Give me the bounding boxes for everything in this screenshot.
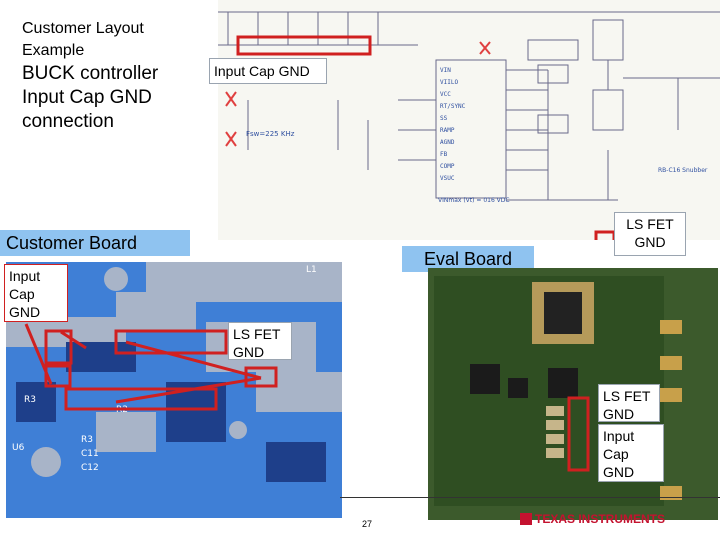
input-cap-gnd-callout: Input Cap GND	[209, 58, 327, 84]
schematic-vin-label: VINmax (Vt) = 016 VDC	[438, 197, 510, 204]
left-input-line-3: GND	[9, 304, 41, 320]
subtitle-line-1: Customer Layout	[22, 20, 144, 37]
schematic-drawing: VIN VIILO VCC RT/SYNC SS RAMP AGND FB CO…	[218, 11, 720, 240]
pin-ss: SS	[440, 115, 448, 122]
svg-text:U6: U6	[12, 443, 25, 453]
right-input-line-3: GND	[603, 464, 635, 480]
mid-ls-line-1: LS FET	[233, 326, 281, 342]
svg-text:C12: C12	[81, 463, 99, 473]
title-line-2: Input Cap GND	[22, 87, 152, 108]
left-input-cap-gnd-callout: Input Cap GND	[4, 264, 68, 322]
schematic-ls-fet-highlight	[594, 230, 616, 240]
subtitle-line-2: Example	[22, 42, 85, 59]
pin-ramp: RAMP	[440, 127, 455, 134]
svg-text:L1: L1	[306, 265, 317, 275]
pin-rt-sync: RT/SYNC	[440, 103, 466, 110]
schematic-freq-label: Fsw=225 KHz	[246, 130, 295, 138]
eval-board-drawing	[428, 268, 718, 520]
schematic-snubber-label: RB-C16 Snubber	[658, 167, 708, 174]
pin-fb: FB	[440, 151, 448, 158]
ls-fet-gnd-callout-top: LS FET GND	[614, 212, 686, 256]
page-number: 27	[362, 519, 373, 529]
right-input-line-2: Cap	[603, 446, 629, 462]
left-input-line-1: Input	[9, 268, 41, 284]
svg-text:R3: R3	[24, 395, 36, 405]
right-ls-line-2: GND	[603, 406, 635, 422]
pin-comp: COMP	[440, 163, 455, 170]
schematic-image: VIN VIILO VCC RT/SYNC SS RAMP AGND FB CO…	[218, 0, 720, 240]
customer-board-text: Customer Board	[6, 233, 138, 253]
pin-vcc: VCC	[440, 91, 451, 98]
pin-vsuc: VSUC	[440, 175, 455, 182]
title-line-1: BUCK controller	[22, 63, 159, 84]
pin-viilo: VIILO	[440, 79, 458, 86]
footer-divider	[340, 497, 720, 498]
ls-fet-gnd-top-line-1: LS FET	[626, 216, 674, 232]
ti-logo-icon	[520, 512, 532, 525]
slide-title: BUCK controller Input Cap GND connection	[22, 62, 158, 134]
ti-logo: TEXAS INSTRUMENTS	[520, 511, 665, 526]
eval-board-text: Eval Board	[423, 249, 513, 269]
schematic-input-cap-highlight	[236, 35, 372, 56]
mid-ls-fet-gnd-callout: LS FET GND	[228, 322, 292, 360]
input-cap-gnd-label: Input Cap GND	[214, 63, 310, 79]
right-input-cap-gnd-callout: Input Cap GND	[598, 424, 664, 482]
svg-text:C11: C11	[81, 449, 99, 459]
title-line-3: connection	[22, 111, 114, 132]
eval-board-image	[428, 268, 718, 520]
ls-fet-gnd-top-line-2: GND	[634, 234, 666, 250]
eval-board-label: Eval Board	[402, 246, 534, 272]
ti-logo-text: TEXAS INSTRUMENTS	[535, 511, 666, 526]
right-ls-fet-gnd-callout: LS FET GND	[598, 384, 660, 422]
slide-subtitle: Customer Layout Example	[22, 18, 144, 62]
customer-board-label: Customer Board	[0, 230, 190, 256]
pin-agnd: AGND	[440, 139, 455, 146]
pin-vin: VIN	[440, 67, 451, 74]
right-ls-line-1: LS FET	[603, 388, 651, 404]
customer-board-drawing: R3 R3 C11 C12 U6 R2 L1	[6, 262, 342, 518]
eval-highlight	[567, 396, 590, 472]
right-input-line-1: Input	[603, 428, 635, 444]
mid-ls-line-2: GND	[233, 344, 265, 360]
left-input-line-2: Cap	[9, 286, 35, 302]
svg-text:R3: R3	[81, 435, 93, 445]
